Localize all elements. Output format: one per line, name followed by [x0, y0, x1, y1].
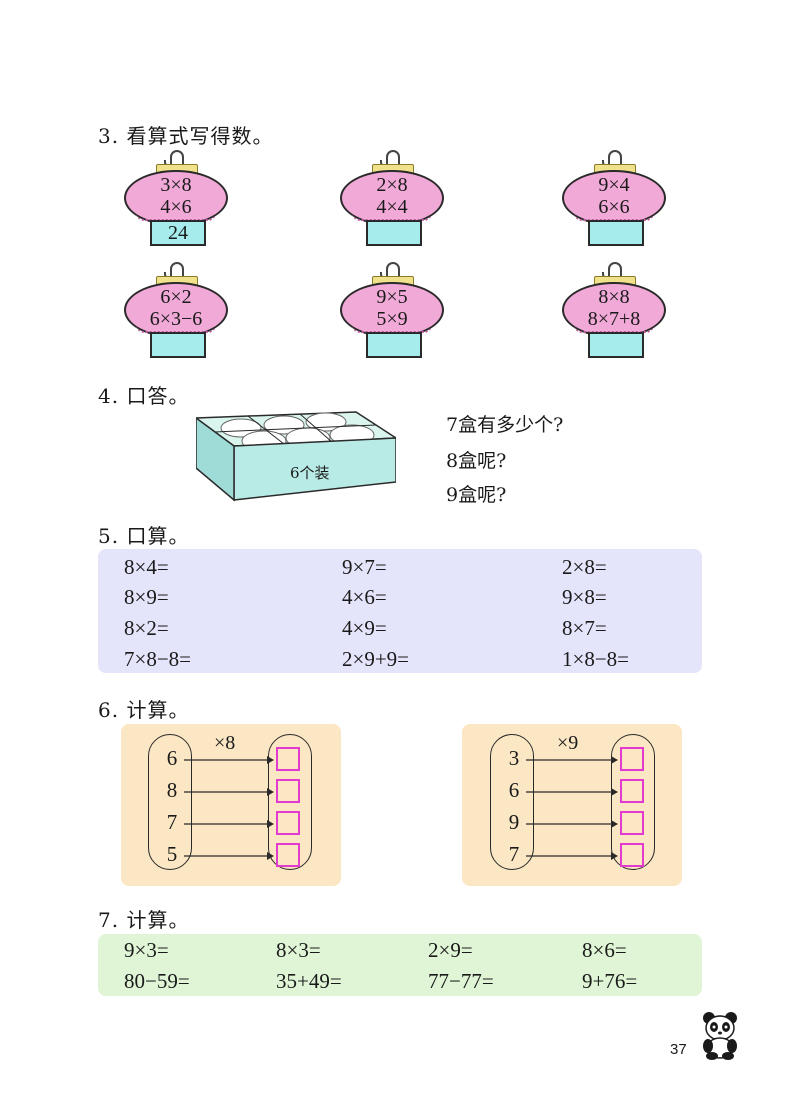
lantern-expression-2: 4×6 — [160, 196, 192, 218]
lantern-answer[interactable] — [366, 332, 422, 358]
q7-expression: 35+49= — [276, 969, 342, 993]
input-number: 6 — [508, 778, 520, 802]
lantern-expression-2: 6×6 — [598, 196, 630, 218]
q4-heading: 4. 口答。 — [98, 384, 190, 408]
box-label: 6个装 — [290, 464, 330, 482]
hanger-icon — [380, 150, 400, 168]
q5-panel — [98, 549, 702, 673]
lantern-answer[interactable]: 24 — [150, 220, 206, 246]
q4-question-3: 9盒呢? — [446, 484, 507, 506]
input-oval — [148, 734, 192, 870]
q5-expression: 2×9+9= — [342, 647, 410, 671]
input-number: 8 — [166, 778, 178, 802]
lantern-answer[interactable] — [366, 220, 422, 246]
q7-expression: 77−77= — [428, 969, 494, 993]
q7-expression: 9×3= — [124, 938, 169, 962]
q7-expression: 80−59= — [124, 969, 190, 993]
q7-panel — [98, 934, 702, 996]
q4-question-2: 8盒呢? — [446, 450, 507, 472]
hanger-icon — [380, 262, 400, 280]
lantern-expression-2: 4×4 — [376, 196, 408, 218]
operator-label: ×8 — [214, 732, 236, 754]
q5-expression: 7×8−8= — [124, 647, 192, 671]
input-number: 9 — [508, 810, 520, 834]
q4-question-1: 7盒有多少个? — [446, 414, 564, 436]
q5-expression: 9×8= — [562, 585, 607, 609]
lantern-expression-1: 2×8 — [376, 174, 408, 196]
lantern-expression-1: 8×8 — [598, 286, 630, 308]
lantern-expression-2: 5×9 — [376, 308, 408, 330]
q5-expression: 8×7= — [562, 616, 607, 640]
hanger-icon — [602, 262, 622, 280]
input-number: 6 — [166, 746, 178, 770]
answer-box[interactable] — [276, 843, 300, 867]
lantern-answer[interactable] — [588, 332, 644, 358]
lantern-answer[interactable] — [588, 220, 644, 246]
input-number: 7 — [166, 810, 178, 834]
lantern-expression-2: 8×7+8 — [587, 308, 641, 330]
q5-expression: 2×8= — [562, 555, 607, 579]
lantern-expression-1: 9×4 — [598, 174, 630, 196]
q3-heading: 3. 看算式写得数。 — [98, 124, 274, 148]
answer-box[interactable] — [276, 779, 300, 803]
panda-icon — [700, 1010, 740, 1060]
operator-label: ×9 — [557, 732, 579, 754]
q6-heading: 6. 计算。 — [98, 698, 190, 722]
q5-expression: 8×9= — [124, 585, 169, 609]
input-number: 3 — [508, 746, 520, 770]
q5-heading: 5. 口算。 — [98, 524, 190, 548]
q5-expression: 9×7= — [342, 555, 387, 579]
q5-expression: 4×6= — [342, 585, 387, 609]
output-oval — [611, 734, 655, 870]
lantern-body — [124, 282, 228, 338]
input-oval — [490, 734, 534, 870]
answer-box[interactable] — [620, 843, 644, 867]
hanger-icon — [164, 262, 184, 280]
answer-box[interactable] — [620, 779, 644, 803]
q7-expression: 9+76= — [582, 969, 638, 993]
lantern-expression-1: 3×8 — [160, 174, 192, 196]
q7-expression: 2×9= — [428, 938, 473, 962]
answer-box[interactable] — [276, 747, 300, 771]
lantern-expression-1: 6×2 — [160, 286, 192, 308]
lantern-body — [124, 170, 228, 226]
answer-box[interactable] — [620, 811, 644, 835]
input-number: 7 — [508, 842, 520, 866]
q7-heading: 7. 计算。 — [98, 908, 190, 932]
q7-expression: 8×6= — [582, 938, 627, 962]
lantern-answer[interactable] — [150, 332, 206, 358]
output-oval — [268, 734, 312, 870]
hanger-icon — [164, 150, 184, 168]
lantern-expression-1: 9×5 — [376, 286, 408, 308]
lantern-body — [562, 282, 666, 338]
lantern-expression-2: 6×3−6 — [149, 308, 203, 330]
answer-box[interactable] — [620, 747, 644, 771]
q5-expression: 8×2= — [124, 616, 169, 640]
hanger-icon — [602, 150, 622, 168]
q5-expression: 1×8−8= — [562, 647, 630, 671]
egg-box-illustration: 6个装 — [193, 408, 399, 504]
answer-box[interactable] — [276, 811, 300, 835]
q7-expression: 8×3= — [276, 938, 321, 962]
q5-expression: 4×9= — [342, 616, 387, 640]
q5-expression: 8×4= — [124, 555, 169, 579]
input-number: 5 — [166, 842, 178, 866]
page-number: 37 — [670, 1041, 687, 1058]
